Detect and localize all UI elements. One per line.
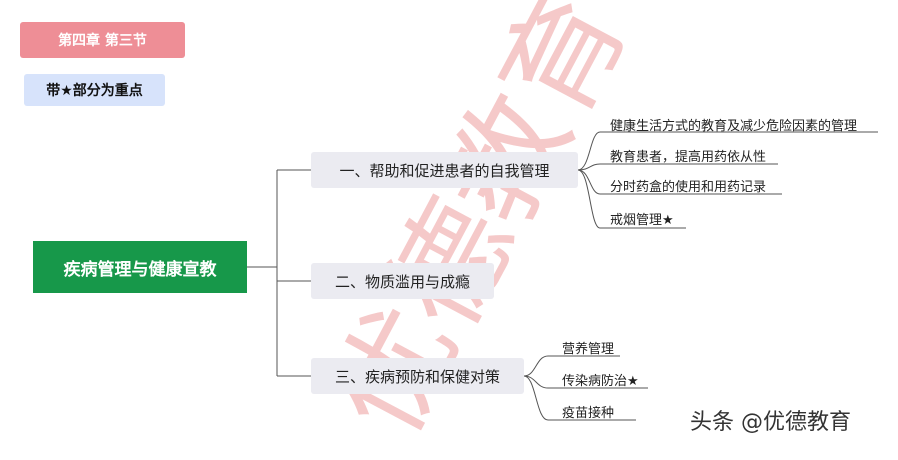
leaf-connector-1-4	[577, 169, 686, 229]
leaf-node-1-4: 戒烟管理★	[610, 213, 674, 228]
leaf-node-1-2: 教育患者，提高用药依从性	[610, 150, 767, 165]
leaf-node-3-3: 疫苗接种	[562, 406, 615, 421]
branch-node-1: 一、帮助和促进患者的自我管理	[311, 152, 578, 188]
leaf-connector-3-1	[523, 355, 620, 377]
leaf-node-1-3: 分时药盒的使用和用药记录	[610, 180, 767, 195]
leaf-connector-1-3	[577, 169, 782, 195]
source-credit: 头条 @优德教育	[690, 410, 851, 435]
branch-node-2: 二、物质滥用与成瘾	[311, 263, 494, 299]
leaf-node-1-1: 健康生活方式的教育及减少危险因素的管理	[610, 119, 858, 134]
focus-note-tag: 带★部分为重点	[24, 74, 165, 106]
leaf-connector-3-3	[523, 375, 636, 421]
chapter-tag: 第四章 第三节	[20, 22, 185, 58]
leaf-connector-3-2	[523, 375, 648, 389]
leaf-connector-1-1	[577, 131, 878, 171]
leaf-connector-1-2	[577, 163, 778, 171]
root-node: 疾病管理与健康宣教	[33, 241, 247, 293]
branch-node-3: 三、疾病预防和保健对策	[311, 358, 524, 394]
connector-lines	[247, 131, 878, 421]
leaf-node-3-1: 营养管理	[562, 342, 615, 357]
leaf-node-3-2: 传染病防治★	[562, 374, 639, 389]
